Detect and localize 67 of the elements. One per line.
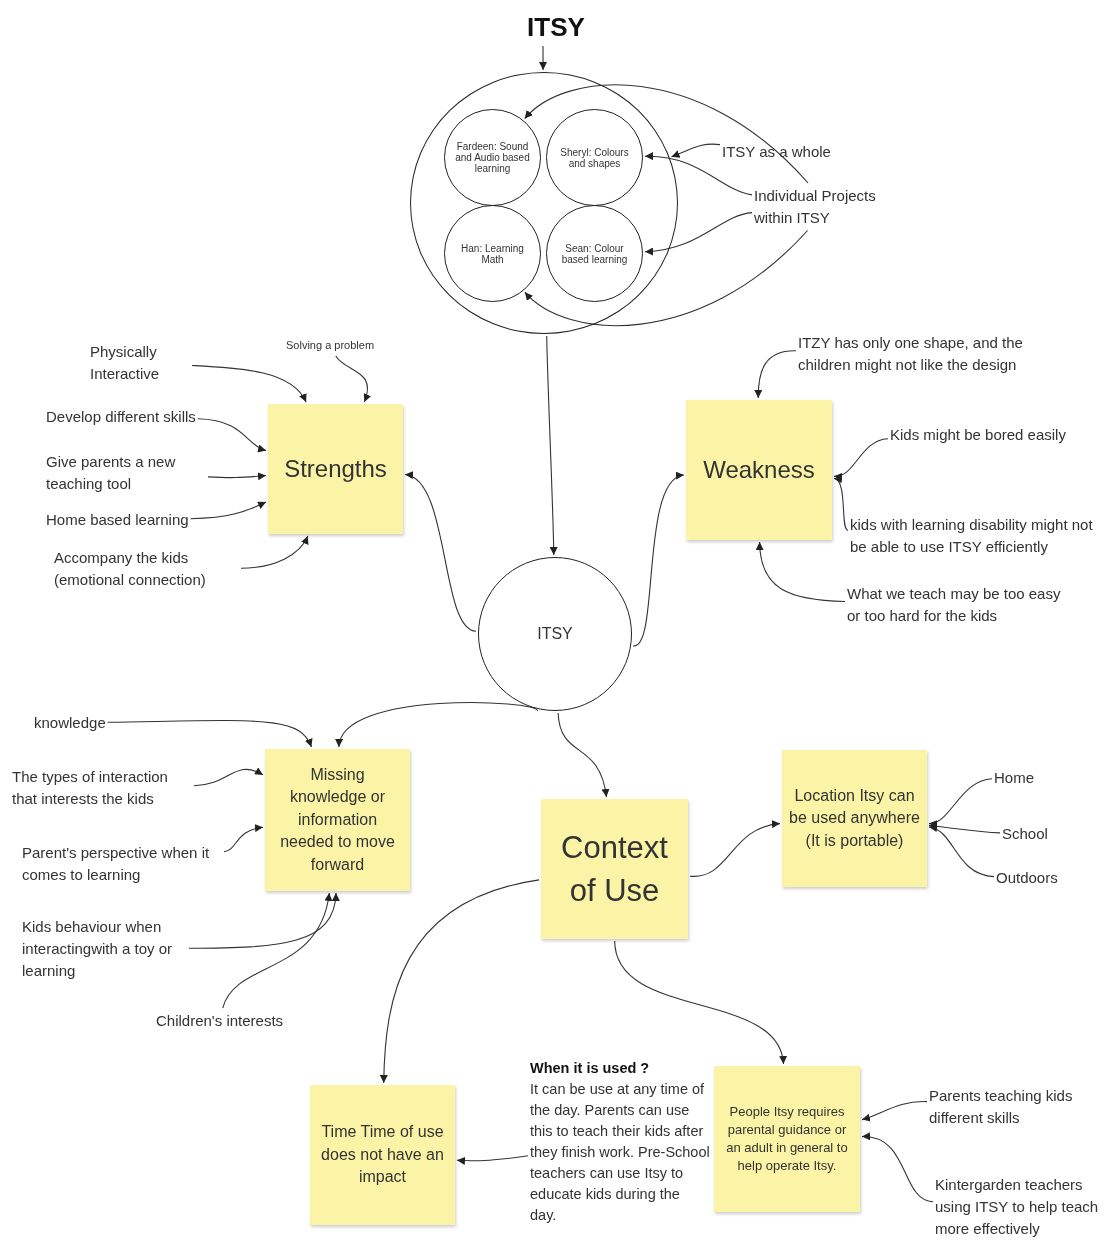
note-text: Parents teaching kids different skills	[929, 1085, 1099, 1129]
arrow	[644, 152, 753, 196]
heading: When it is used ?	[530, 1059, 651, 1078]
note-text: Kintergarden teachers using ITSY to help teach more effectively	[935, 1174, 1112, 1240]
note-text: Solving a problem	[286, 338, 375, 354]
arrow	[928, 778, 993, 827]
arrow	[190, 501, 267, 520]
note-text: Kids behaviour when interactingwith a toy or learning	[22, 916, 187, 982]
arrow	[928, 822, 1001, 834]
sticky-note: Weakness	[686, 400, 832, 540]
arrow	[644, 212, 753, 256]
note-text: What we teach may be too easy or too hard for the kids	[847, 583, 1072, 627]
note-text: Home	[994, 767, 1034, 789]
note-text: Children's interests	[156, 1010, 284, 1032]
note-text: School	[1002, 823, 1048, 845]
arrow	[614, 940, 786, 1065]
sticky-note: Time Time of use does not have an impact	[310, 1085, 455, 1225]
arrow	[833, 477, 849, 531]
arrow	[756, 541, 846, 603]
arrow	[193, 767, 264, 787]
sticky-note: Strengths	[268, 404, 403, 534]
arrow	[335, 355, 371, 403]
arrow	[524, 84, 809, 184]
note-text: ITSY as a whole	[722, 141, 831, 163]
note-text: Kids might be bored easily	[890, 424, 1066, 446]
arrow	[524, 229, 809, 327]
note-text: Home based learning	[46, 509, 189, 531]
arrow	[197, 418, 267, 452]
arrow	[240, 535, 309, 569]
arrow	[670, 143, 721, 158]
arrow	[861, 1133, 934, 1203]
arrow	[456, 1155, 529, 1165]
arrow	[833, 438, 889, 480]
note-text: Develop different skills	[46, 406, 196, 428]
arrow	[404, 473, 477, 632]
arrow	[207, 472, 267, 481]
arrow	[379, 879, 540, 1084]
paragraph: It can be use at any time of the day. Parents can use this to teach their kids after they finish work. Pre-School teachers can use Itsy to educate kids during the day.	[530, 1080, 710, 1226]
sticky-note: Missing knowledge or information needed to move forward	[265, 749, 410, 891]
sticky-note: Context of Use	[541, 799, 688, 939]
note-text: Accompany the kids (emotional connection)	[54, 547, 239, 591]
arrow	[928, 825, 995, 878]
arrow	[107, 720, 312, 748]
note-text: kids with learning disability might not be able to use ITSY efficiently	[850, 514, 1112, 558]
note-text: knowledge	[34, 712, 106, 734]
arrow	[861, 1101, 928, 1122]
note-text: Parent's perspective when it comes to learning	[22, 842, 222, 886]
arrow	[754, 350, 797, 399]
arrow	[689, 820, 781, 877]
note-text: Individual Projects within ITSY	[754, 185, 904, 229]
title: ITSY	[526, 12, 586, 43]
note-text: ITZY has only one shape, and the children might not like the design	[798, 332, 1078, 376]
arrow	[223, 824, 264, 853]
arrow	[191, 364, 307, 403]
sticky-note: People Itsy requires parental guidance or an adult in general to help operate Itsy.	[714, 1066, 860, 1212]
note-text: Give parents a new teaching tool	[46, 451, 206, 495]
arrow	[188, 892, 340, 949]
arrow	[632, 474, 685, 647]
arrow	[539, 45, 547, 71]
arrow	[337, 702, 539, 748]
arrow	[546, 335, 558, 556]
sticky-note: Location Itsy can be used anywhere (It is portable)	[782, 750, 927, 887]
arrow	[222, 892, 332, 1009]
arrow	[557, 712, 609, 798]
note-text: The types of interaction that interests the kids	[12, 766, 192, 810]
note-text: Outdoors	[996, 867, 1058, 889]
note-text: Physically Interactive	[90, 341, 190, 385]
